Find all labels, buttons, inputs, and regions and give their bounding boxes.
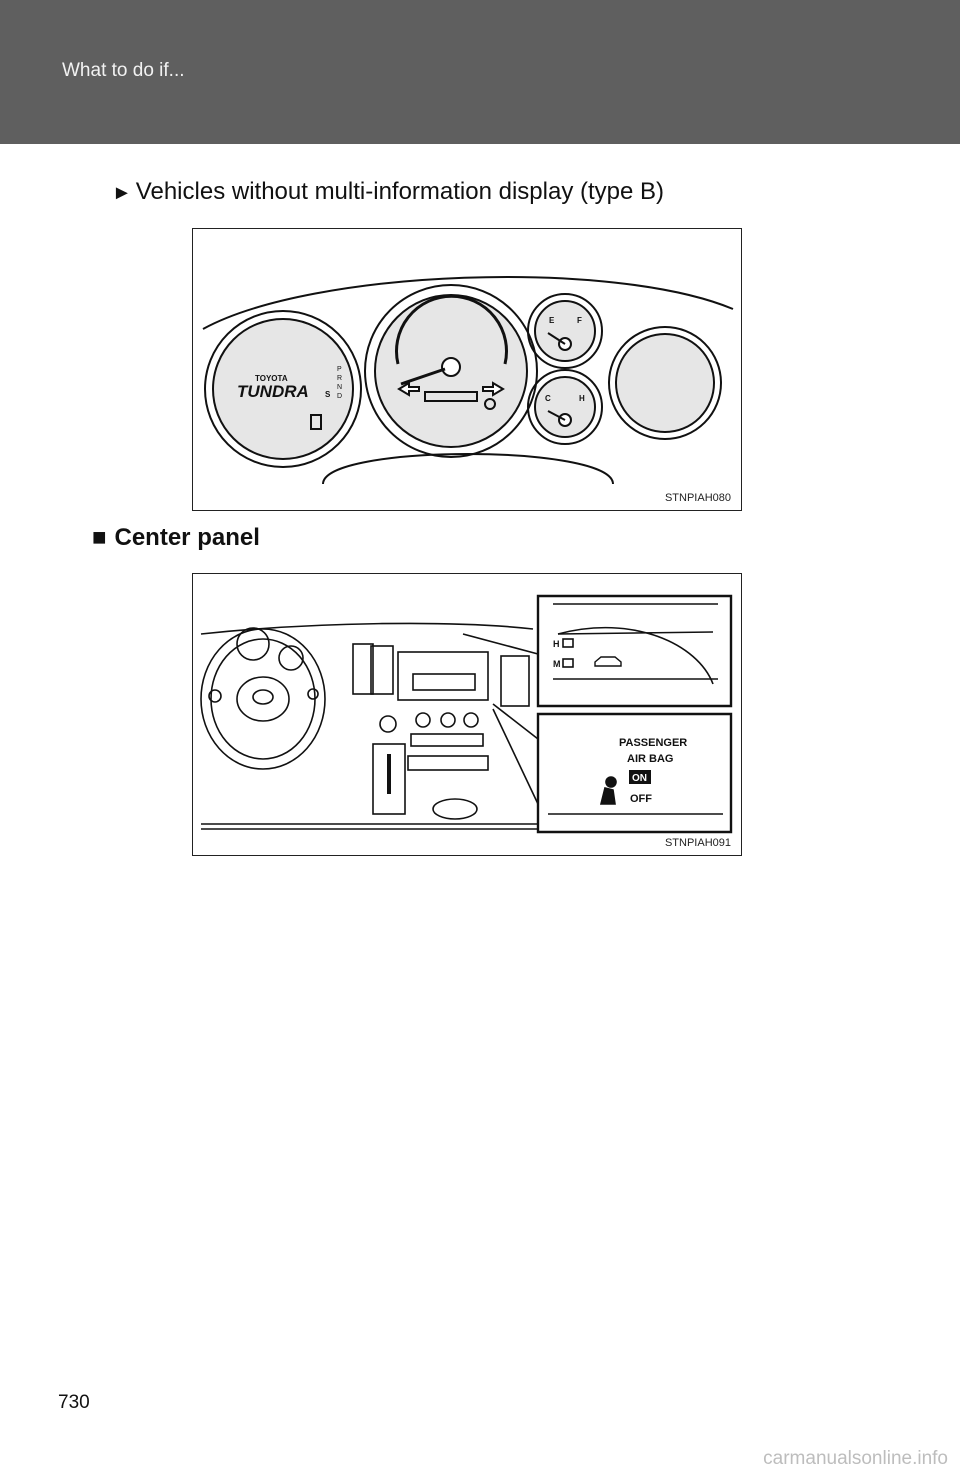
page-number: 730	[58, 1392, 90, 1413]
shift-r: R	[337, 375, 342, 382]
square-marker-icon: ■	[92, 524, 107, 551]
subsection-label: Vehicles without multi-information displ…	[135, 178, 665, 205]
fuel-f: F	[577, 316, 582, 325]
section-heading: ■ Center panel	[92, 524, 260, 552]
fuel-e: E	[549, 316, 555, 325]
instrument-cluster-illustration: TOYOTA TUNDRA P R N D S E F C H	[202, 276, 734, 485]
temp-c: C	[545, 394, 551, 403]
shift-s: S	[325, 390, 331, 399]
brand-small-text: TOYOTA	[255, 374, 288, 383]
indicator-m: M	[553, 659, 561, 669]
airbag-title-line1: PASSENGER	[619, 737, 687, 749]
triangle-marker-icon: ►	[112, 182, 132, 204]
airbag-on-text: ON	[632, 773, 647, 784]
figure2-caption: STNPIAH091	[664, 837, 731, 849]
brand-large-text: TUNDRA	[237, 382, 309, 401]
center-panel-figure: H M PASSENGER AIR BAG ON OFF STNPIAH091	[192, 573, 742, 856]
center-panel-illustration: H M PASSENGER AIR BAG ON OFF	[200, 594, 733, 834]
shift-d: D	[337, 393, 342, 400]
figure1-caption: STNPIAH080	[664, 492, 731, 504]
header-title: What to do if...	[62, 60, 185, 81]
airbag-off-text: OFF	[630, 793, 652, 805]
section-label: Center panel	[114, 524, 260, 551]
airbag-title-line2: AIR BAG	[627, 753, 673, 765]
shift-p: P	[337, 366, 342, 373]
indicator-h: H	[553, 639, 560, 649]
shift-n: N	[337, 384, 342, 391]
page-header: What to do if...	[0, 0, 960, 144]
temp-h: H	[579, 394, 585, 403]
watermark: carmanualsonline.info	[763, 1448, 948, 1469]
subsection-heading: ►Vehicles without multi-information disp…	[112, 178, 664, 206]
airbag-on-badge	[629, 770, 651, 784]
instrument-cluster-figure: TOYOTA TUNDRA P R N D S E F C H STNPIAH0…	[192, 228, 742, 511]
